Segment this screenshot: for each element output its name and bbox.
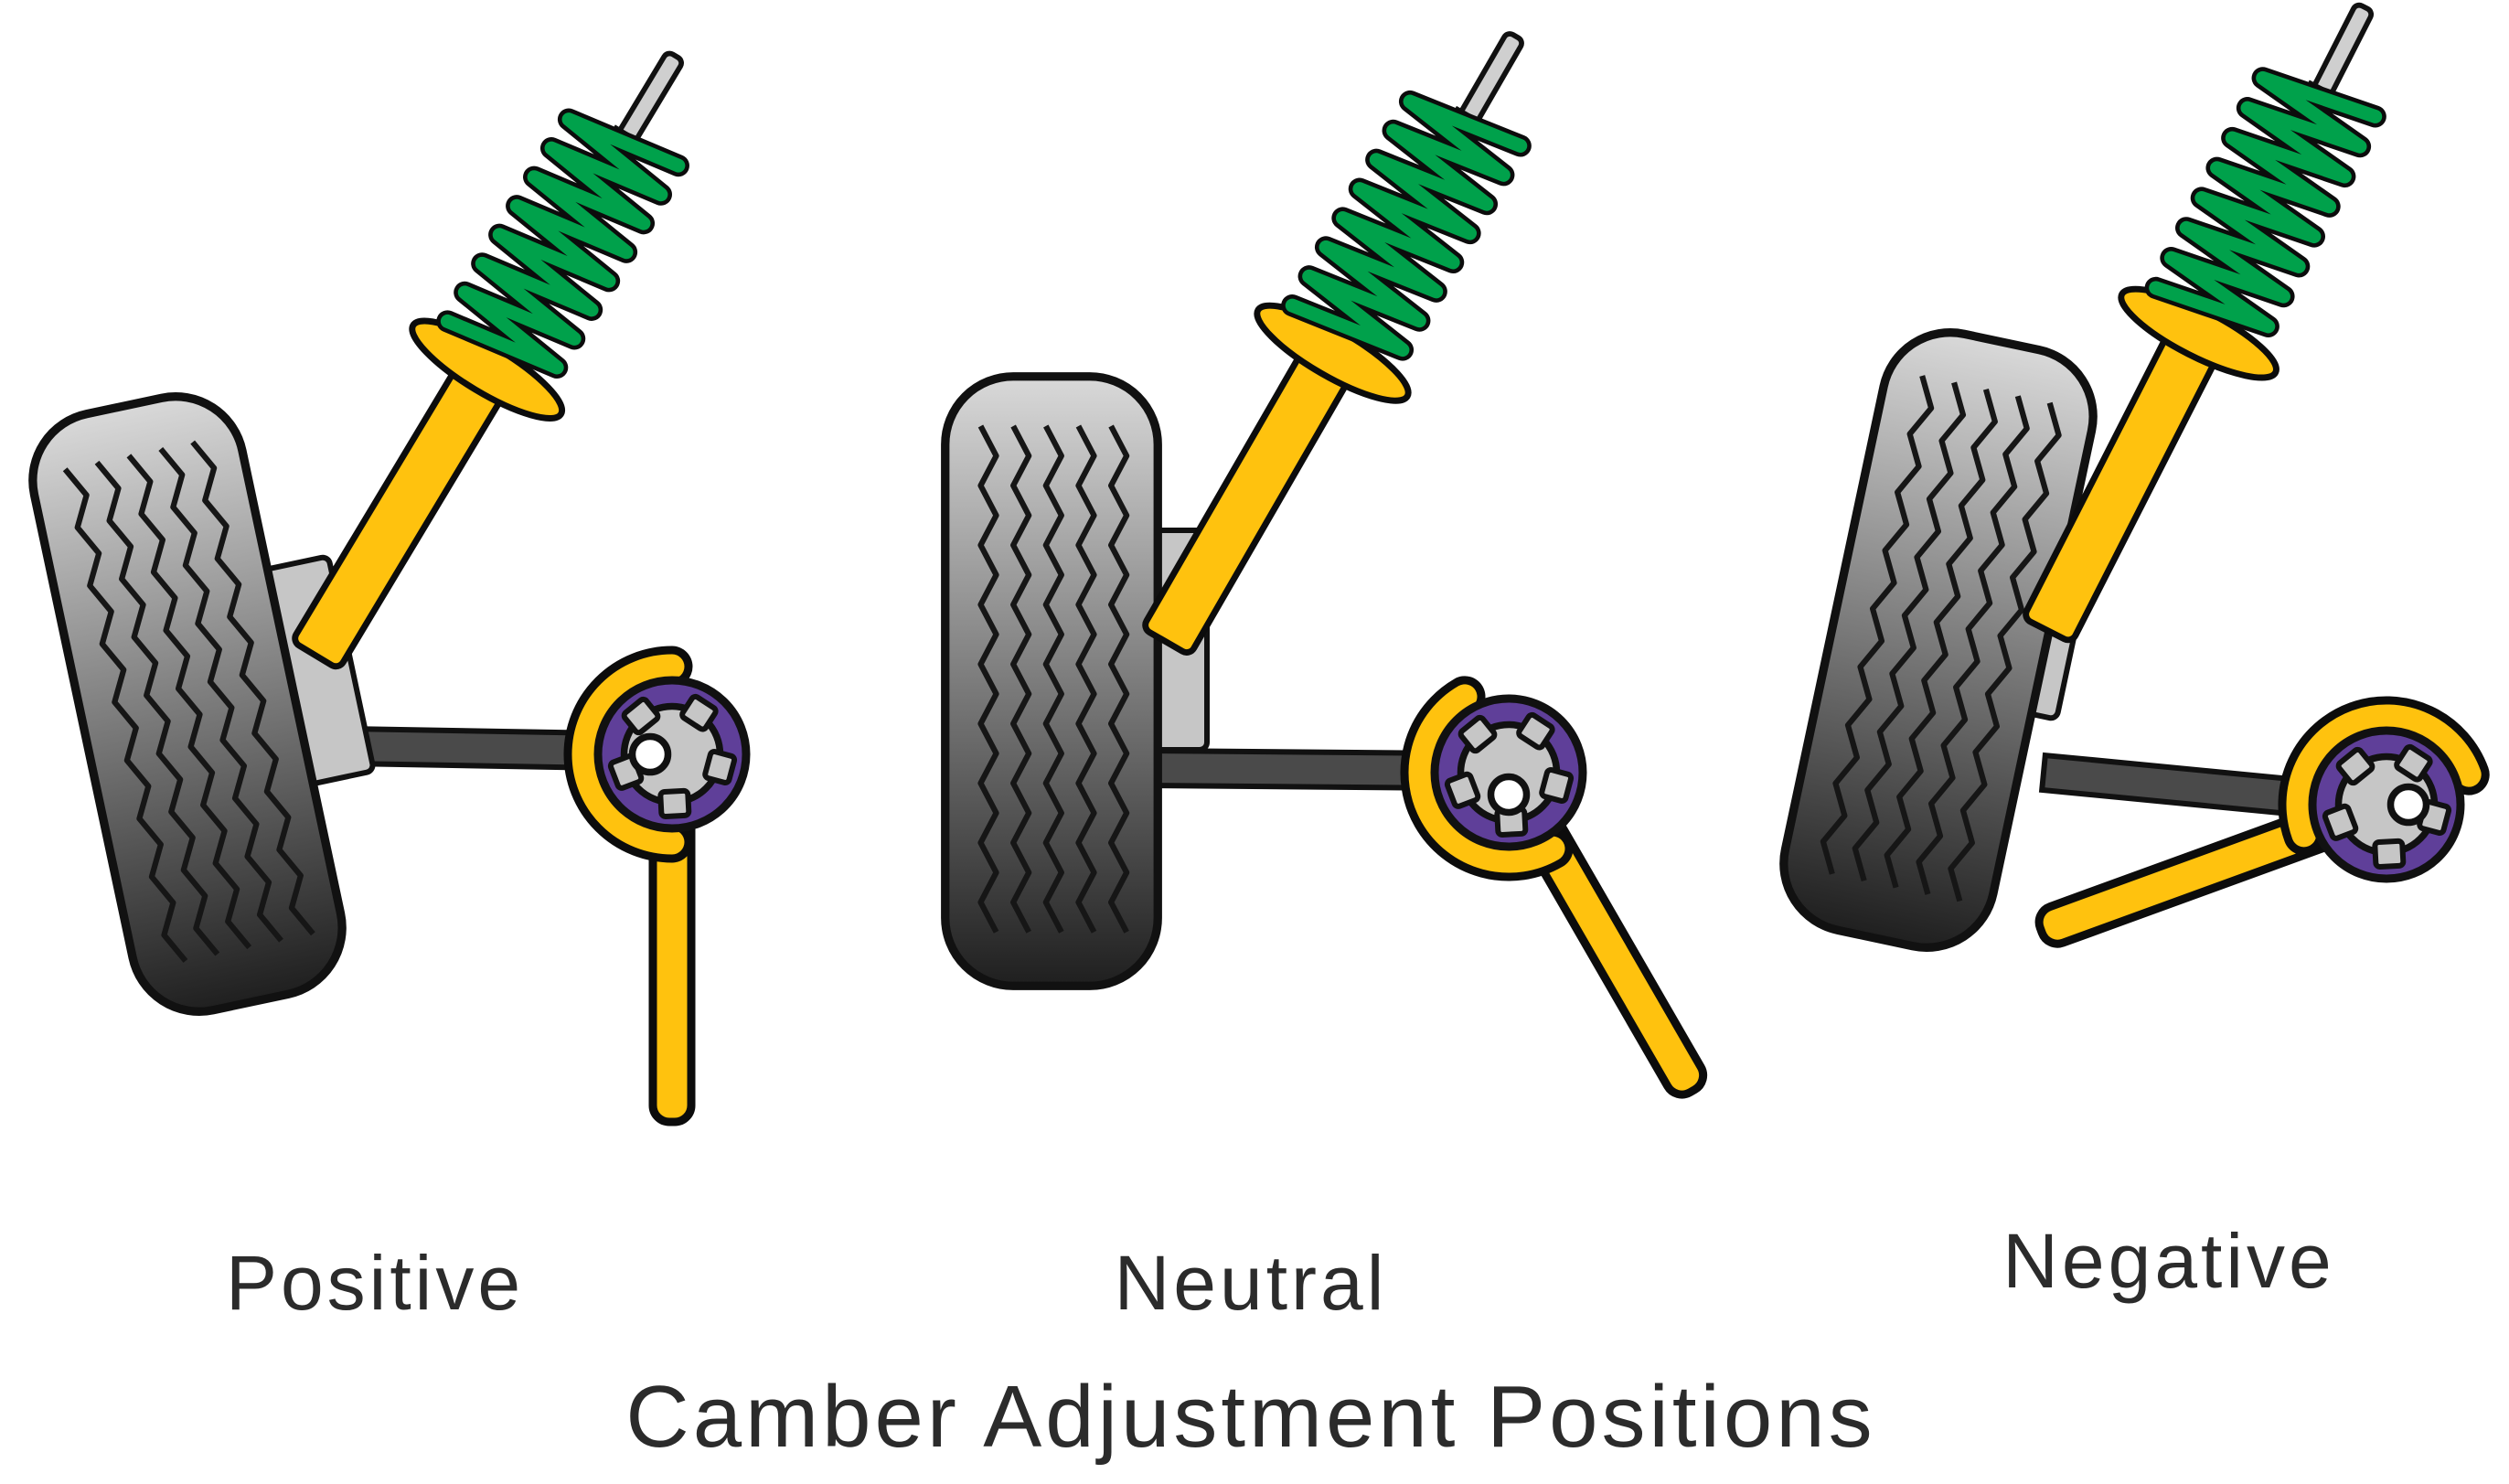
cam-adjuster-neutral [1389,687,1709,1135]
cam-adjuster-positive [584,667,746,1122]
tire-neutral [945,377,1158,987]
strut-positive [241,12,750,700]
cam-body [2312,731,2461,879]
cam-bolt [2386,783,2430,827]
cam-bolt [628,732,672,776]
cam-adjuster-negative [2011,692,2475,948]
panel-neutral [945,0,1709,1135]
label-positive: Positive [226,1240,524,1326]
label-negative: Negative [2002,1218,2335,1304]
panel-positive [20,12,750,1122]
cam-body [598,680,746,828]
diagram-title: Camber Adjustment Positions [625,1368,1875,1466]
cam-body [1435,699,1583,847]
strut-neutral [1092,0,1591,685]
label-neutral: Neutral [1115,1240,1388,1326]
cam-bolt [1487,773,1531,817]
panel-negative [1771,0,2475,960]
